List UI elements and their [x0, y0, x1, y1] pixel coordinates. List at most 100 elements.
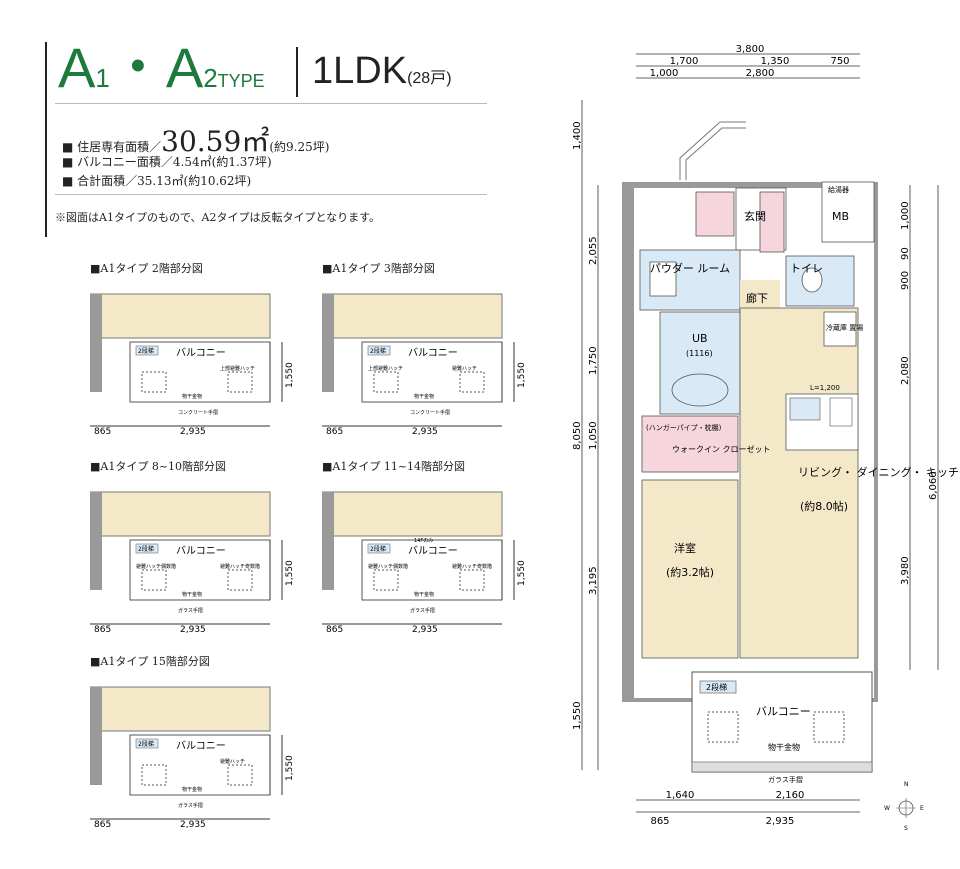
- dimension-right: [909, 185, 939, 670]
- dim-left-1050: 1,050: [588, 421, 599, 450]
- mini-hatch-right: 避難ハッチ奇数階: [220, 563, 260, 570]
- dim-bottom-1640: 1,640: [666, 790, 695, 801]
- dim-left-3195: 3,195: [588, 566, 599, 595]
- mini-drying: 物干金物: [182, 786, 202, 793]
- mini-dim-right: 2,935: [180, 625, 206, 634]
- mini-hatch-left: 避難ハッチ偶数階: [136, 563, 176, 570]
- hatch-odd: [813, 711, 845, 743]
- stove: [829, 397, 853, 427]
- mini-plan-drawing: 2段梯 バルコニー 避難ハッチ 物干金物 ガラス手摺 865 2,935 1,5…: [89, 686, 295, 830]
- label-drying: 物干金物: [768, 742, 800, 752]
- mini-balcony: バルコニー: [176, 740, 226, 752]
- compass-w: W: [884, 805, 890, 812]
- mini-rail: コンクリート手摺: [410, 409, 450, 416]
- walk-in-closet: [641, 415, 739, 473]
- western-room: [641, 479, 739, 659]
- living-area: ■ 住居専有面積／30.59㎡(約9.25坪): [62, 125, 330, 158]
- dim-top-5: 2,800: [746, 68, 775, 79]
- mini-plan: ■A1タイプ 8~10階部分図 2段梯 バルコニー 避難ハッチ偶数階 避難ハッチ…: [89, 458, 300, 638]
- mini-plan-drawing: 2段梯 バルコニー 上部避難ハッチ 物干金物 コンクリート手摺 865 2,93…: [89, 293, 295, 437]
- mini-plan-drawing: 2段梯 バルコニー 14Fのみ 避難ハッチ偶数階 避難ハッチ奇数階 物干金物 ガ…: [321, 491, 527, 635]
- mini-balcony: バルコニー: [408, 545, 458, 557]
- dim-right-2080: 2,080: [900, 356, 911, 385]
- label-ldk-size: (約8.0帖): [800, 499, 848, 513]
- dim-left-8050: 8,050: [572, 421, 583, 450]
- plan-note: ※図面はA1タイプのもので、A2タイプは反転タイプとなります。: [55, 211, 381, 224]
- washer-storage: [695, 191, 735, 237]
- label-western: 洋室: [674, 541, 696, 555]
- total-area: ■ 合計面積／35.13㎡(約10.62坪): [62, 174, 252, 188]
- mini-plan-title: ■A1タイプ 3階部分図: [322, 262, 435, 275]
- dimension-bottom: [636, 799, 860, 813]
- label-balcony: バルコニー: [756, 705, 811, 718]
- mini-dim-vert: 1,550: [285, 560, 295, 586]
- dim-right-3980: 3,980: [900, 556, 911, 585]
- mini-hatch-right: 避難ハッチ: [452, 365, 477, 372]
- divider: [55, 103, 487, 104]
- compass-s: S: [904, 825, 908, 832]
- washbasin: [649, 261, 677, 297]
- mini-dim-vert: 1,550: [517, 362, 527, 388]
- mini-balcony: バルコニー: [176, 545, 226, 557]
- mini-plan-title: ■A1タイプ 11~14階部分図: [322, 460, 466, 473]
- mini-floor-note: 14Fのみ: [414, 538, 433, 544]
- mb-box: [821, 181, 875, 243]
- balcony-area: ■ バルコニー面積／4.54㎡(約1.37坪): [62, 155, 272, 169]
- mini-hatch-right: 避難ハッチ: [220, 758, 245, 765]
- compass-e: E: [920, 805, 924, 812]
- mini-plan: ■A1タイプ 15階部分図 2段梯 バルコニー 避難ハッチ 物干金物 ガラ: [89, 653, 300, 833]
- mini-drying: 物干金物: [414, 591, 434, 598]
- mini-tag: 2段梯: [370, 347, 386, 355]
- mini-hatch-left: 上部避難ハッチ: [368, 365, 403, 372]
- mini-plan-drawing: 2段梯 バルコニー 避難ハッチ偶数階 避難ハッチ奇数階 物干金物 ガラス手摺 8…: [89, 491, 295, 635]
- mini-dim-right: 2,935: [180, 820, 206, 829]
- label-western-size: (約3.2帖): [666, 565, 714, 579]
- mini-tag: 2段梯: [138, 545, 154, 553]
- label-mb: MB: [832, 210, 849, 223]
- dim-top-1: 1,700: [670, 56, 699, 67]
- mini-balcony: バルコニー: [408, 347, 458, 359]
- label-powder: パウダー ルーム: [650, 261, 730, 275]
- dim-top-4: 1,000: [650, 68, 679, 79]
- mini-tag: 2段梯: [370, 545, 386, 553]
- dim-left-1550: 1,550: [572, 701, 583, 730]
- balcony-rail: [691, 761, 873, 773]
- unit-count: (28戸): [407, 70, 452, 87]
- mini-hatch-left: 避難ハッチ偶数階: [368, 563, 408, 570]
- shoe-box: [759, 191, 785, 253]
- toilet-bowl: [801, 267, 823, 293]
- dim-bottom-2160: 2,160: [776, 790, 805, 801]
- bathtub: [671, 373, 729, 407]
- mini-rail: ガラス手摺: [178, 802, 203, 809]
- label-ub-size: (1116): [686, 349, 713, 358]
- dim-top-3: 750: [830, 56, 849, 67]
- mini-balcony: バルコニー: [176, 347, 226, 359]
- mini-plan: ■A1タイプ 11~14階部分図 2段梯 バルコニー 14Fのみ 避難ハッチ偶数…: [321, 458, 532, 638]
- label-glass-rail: ガラス手摺: [768, 775, 803, 784]
- layout-type: 1LDK(28戸): [312, 50, 452, 92]
- mini-dim-left: 865: [326, 427, 343, 436]
- dim-right-90: 90: [900, 247, 911, 260]
- fridge-space: [823, 311, 857, 347]
- dim-left-1400: 1,400: [572, 121, 583, 150]
- dim-top-total: 3,800: [736, 44, 765, 55]
- mini-dim-right: 2,935: [412, 427, 438, 436]
- mini-dim-left: 865: [326, 625, 343, 634]
- dim-bottom-2935: 2,935: [766, 816, 795, 827]
- dim-left-1750: 1,750: [588, 346, 599, 375]
- header-accent-bar: [45, 42, 47, 237]
- mini-dim-vert: 1,550: [285, 755, 295, 781]
- mini-hatch-right: 避難ハッチ奇数階: [452, 563, 492, 570]
- mini-plan: ■A1タイプ 2階部分図 2段梯 バルコニー 上部避難ハッチ 物干金物 コ: [89, 260, 300, 440]
- dim-right-6060: 6,060: [928, 471, 939, 500]
- mini-tag: 2段梯: [138, 740, 154, 748]
- label-entrance: 玄関: [744, 209, 766, 223]
- mini-rail: ガラス手摺: [410, 607, 435, 614]
- label-wic: ウォークイン クローゼット: [672, 444, 771, 454]
- mini-dim-left: 865: [94, 427, 111, 436]
- dimension-top: [636, 53, 860, 79]
- sink: [789, 397, 821, 421]
- mini-plan-title: ■A1タイプ 2階部分図: [90, 262, 203, 275]
- label-ldk: リビング・ ダイニング・ キッチン: [798, 465, 960, 479]
- divider: [55, 194, 487, 195]
